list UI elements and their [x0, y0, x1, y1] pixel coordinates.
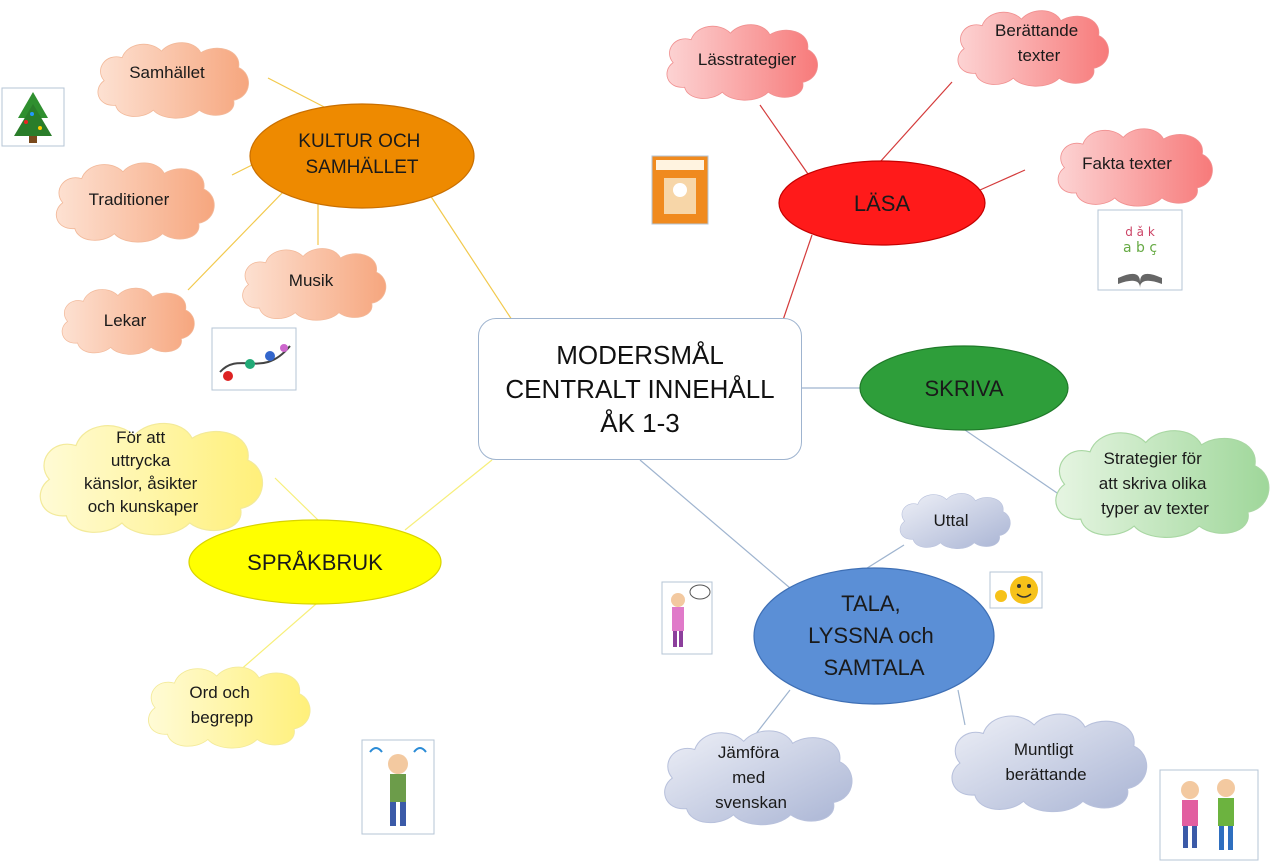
topic-skriva-label: SKRIVA: [924, 376, 1003, 401]
subtopic-strategier-skriva[interactable]: Strategier för att skriva olika typer av…: [1055, 430, 1270, 538]
topic-sprakbruk[interactable]: SPRÅKBRUK: [188, 519, 442, 605]
waving-smiley-icon: [989, 571, 1043, 609]
connectors: [187, 77, 1061, 736]
letters-book-icon: a b ç d ǎ k: [1097, 209, 1183, 291]
children-walking-icon: [1159, 769, 1259, 861]
subtopic-samhallet[interactable]: Samhället: [97, 42, 250, 119]
topic-kultur-och-samhallet[interactable]: KULTUR OCH SAMHÄLLET: [249, 103, 475, 209]
topic-tala-oval: [753, 567, 995, 705]
subtopic-ord-och-begrepp[interactable]: Ord och begrepp: [147, 666, 311, 749]
subtopic-lekar[interactable]: Lekar: [61, 287, 195, 355]
subtopic-musik-label: Musik: [289, 271, 334, 290]
subtopic-berattande-texter-label: Berättande texter: [995, 21, 1083, 65]
subtopic-uttal-label: Uttal: [934, 511, 969, 530]
subtopic-traditioner-label: Traditioner: [89, 190, 170, 209]
topic-sprakbruk-oval: [188, 519, 442, 605]
subtopic-jamfora[interactable]: Jämföra med svenskan: [664, 730, 853, 826]
topic-kultur-label: KULTUR OCH SAMHÄLLET: [298, 131, 425, 178]
subtopic-ord-och-begrepp-label: Ord och begrepp: [189, 683, 254, 727]
topic-skriva[interactable]: SKRIVA: [859, 345, 1069, 431]
topic-tala-label: TALA, LYSSNA och SAMTALA: [808, 591, 940, 680]
subtopic-musik[interactable]: Musik: [242, 248, 387, 321]
subtopic-samhallet-label: Samhället: [129, 63, 205, 82]
girl-speech-icon: [661, 581, 713, 655]
subtopic-traditioner[interactable]: Traditioner: [55, 162, 215, 243]
subtopic-fakta-texter-label: Fakta texter: [1082, 154, 1172, 173]
subtopic-uttrycka[interactable]: För att uttrycka känslor, åsikter och ku…: [39, 422, 264, 536]
subtopic-uttal[interactable]: Uttal: [899, 493, 1011, 550]
central-topic-line-3: ÅK 1-3: [600, 408, 680, 438]
subtopic-uttrycka-label: För att uttrycka känslor, åsikter och ku…: [84, 428, 202, 516]
topic-lasa-label: LÄSA: [854, 191, 911, 216]
subtopic-lasstrategier[interactable]: Lässtrategier: [666, 24, 819, 101]
subtopic-lekar-label: Lekar: [104, 311, 147, 330]
topic-sprakbruk-label: SPRÅKBRUK: [247, 550, 383, 575]
christmas-tree-icon: [1, 87, 65, 147]
central-topic-line-2: CENTRALT INNEHÅLL: [505, 374, 775, 404]
book-cover-icon: [651, 155, 709, 225]
svg-text:a b ç: a b ç: [1123, 240, 1157, 256]
subtopic-berattande-texter[interactable]: Berättande texter: [957, 10, 1110, 87]
topic-kultur-oval: [249, 103, 475, 209]
subtopic-muntligt[interactable]: Muntligt berättande: [951, 713, 1148, 813]
central-topic[interactable]: MODERSMÅL CENTRALT INNEHÅLL ÅK 1-3: [478, 318, 802, 460]
central-topic-line-1: MODERSMÅL: [556, 340, 724, 370]
subtopic-muntligt-label: Muntligt berättande: [1005, 740, 1086, 784]
topic-tala-lyssna-samtala[interactable]: TALA, LYSSNA och SAMTALA: [753, 567, 995, 705]
svg-text:d ǎ k: d ǎ k: [1125, 225, 1155, 239]
subtopic-strategier-skriva-label: Strategier för att skriva olika typer av…: [1099, 449, 1211, 518]
subtopic-fakta-texter[interactable]: Fakta texter: [1057, 128, 1214, 207]
subtopic-jamfora-label: Jämföra med svenskan: [715, 743, 787, 812]
topic-skriva-oval: [859, 345, 1069, 431]
topic-lasa-oval: [778, 160, 986, 246]
topic-lasa[interactable]: LÄSA: [778, 160, 986, 246]
singing-boy-icon: [361, 739, 435, 835]
music-notes-icon: [211, 327, 297, 391]
subtopic-lasstrategier-label: Lässtrategier: [698, 50, 797, 69]
